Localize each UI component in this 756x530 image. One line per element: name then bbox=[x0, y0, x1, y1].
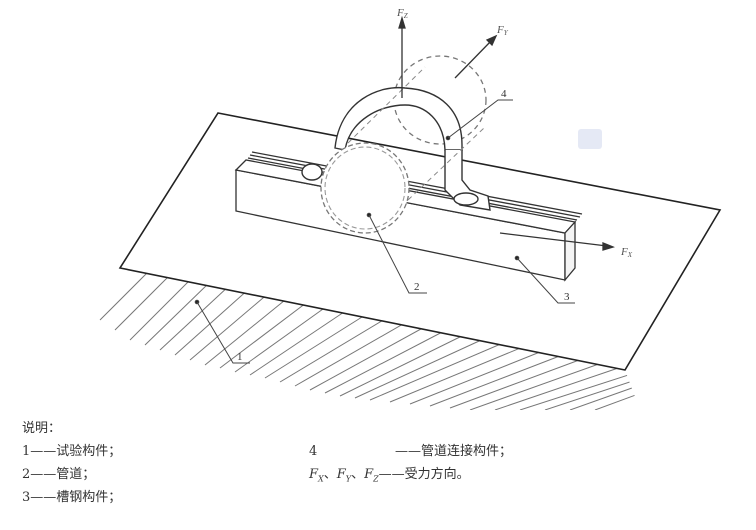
callout-2: 2 bbox=[414, 281, 420, 293]
pipe-front-outline bbox=[320, 142, 410, 234]
legend-left: 说明： 1——试验构件； 2——管道； 3——槽钢构件； bbox=[22, 417, 121, 509]
legend-item-3: 3——槽钢构件； bbox=[22, 490, 122, 505]
watermark-logo bbox=[578, 129, 602, 149]
callout-4: 4 bbox=[501, 88, 507, 100]
ground-hatching bbox=[99, 269, 640, 410]
legend-item-2: 2——管道； bbox=[22, 467, 96, 482]
pipe-top-line bbox=[347, 66, 426, 144]
force-label-fy: FY bbox=[496, 24, 509, 37]
callout-1: 1 bbox=[237, 351, 243, 363]
legend-item-4: 4——管道连接构件； bbox=[309, 444, 513, 459]
pipe-front-inner-outline bbox=[324, 146, 406, 230]
force-label-fx: FX bbox=[620, 246, 633, 259]
pipe-clamp bbox=[301, 86, 491, 211]
legend-item-forces: FX、FY、FZ——受力方向。 bbox=[309, 467, 470, 484]
legend-title: 说明： bbox=[22, 421, 62, 436]
force-arrows bbox=[398, 15, 615, 251]
leader-lines bbox=[194, 99, 575, 364]
legend-item-1: 1——试验构件； bbox=[22, 444, 122, 459]
pipe-support-test-diagram: FZ FY FX 1 2 3 4 bbox=[99, 7, 722, 410]
callout-3: 3 bbox=[564, 291, 570, 303]
force-label-fz: FZ bbox=[396, 7, 408, 20]
pipe-back-outline bbox=[393, 55, 487, 145]
legend-right: 4——管道连接构件； FX、FY、FZ——受力方向。 bbox=[309, 440, 512, 486]
